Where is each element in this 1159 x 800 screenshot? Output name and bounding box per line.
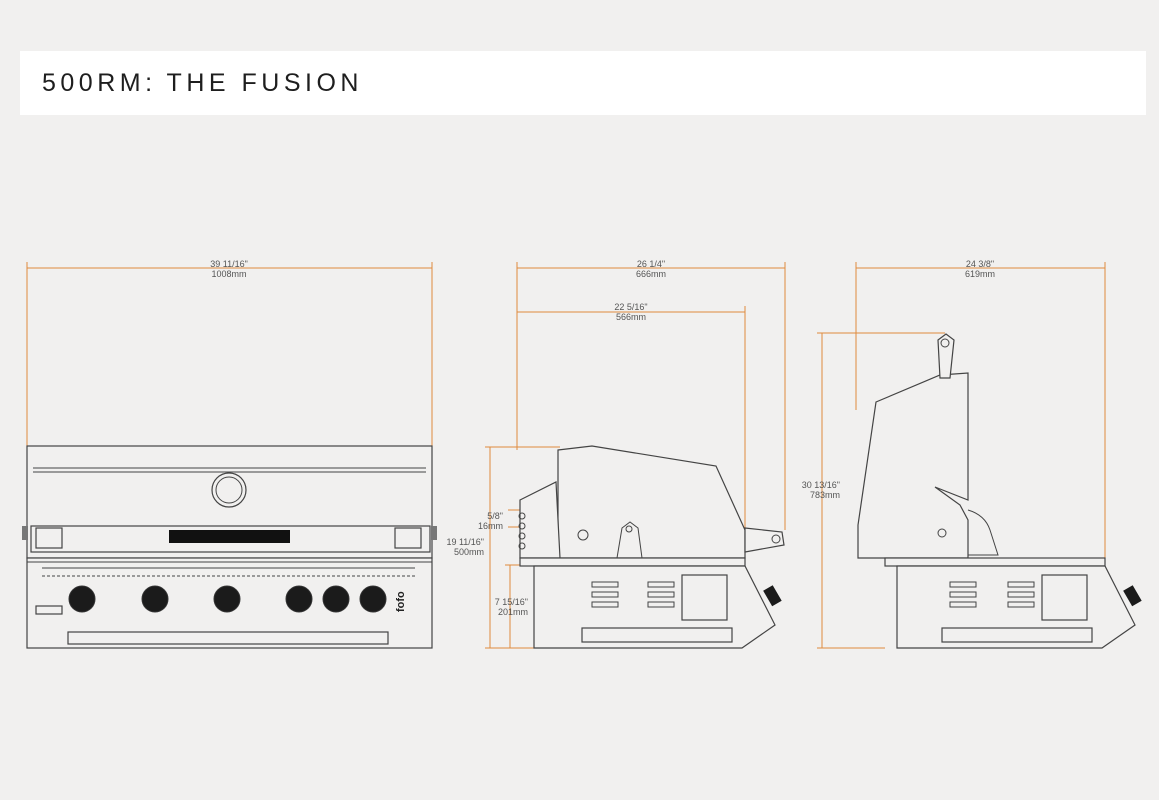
side-view: 26 1/4" 666mm 22 5/16" 566mm 19 11/16" 5… [446, 259, 786, 649]
open-lid [857, 333, 999, 559]
open-view: 24 3/8" 619mm 30 13/16" 783mm [802, 259, 1142, 649]
brand-logo: fofo [395, 591, 407, 612]
open-lid-handle [937, 333, 955, 379]
side-lid-offset-metric: 16mm [478, 521, 503, 531]
burner-knob [141, 585, 169, 613]
open-cabinet [884, 557, 1142, 649]
hood-handle-right [394, 527, 422, 549]
side-height-dimensions: 19 11/16" 500mm 7 15/16" 201mm 5/8" 16mm [446, 446, 560, 649]
burner-knob [322, 585, 350, 613]
open-depth-metric: 619mm [965, 269, 995, 279]
side-hood [518, 445, 785, 559]
open-height-metric: 783mm [810, 490, 840, 500]
open-depth-imperial: 24 3/8" [966, 259, 994, 269]
side-overall-depth-dimension: 26 1/4" 666mm [516, 259, 786, 530]
front-width-imperial: 39 11/16" [210, 259, 248, 269]
open-side-knob [1123, 585, 1142, 607]
side-height-metric: 500mm [454, 547, 484, 557]
front-logo-plate [169, 530, 290, 543]
front-width-metric: 1008mm [211, 269, 246, 279]
model-name: THE FUSION [166, 69, 363, 97]
side-lower-height-imperial: 7 15/16" [495, 597, 528, 607]
burner-knob [213, 585, 241, 613]
side-handle [744, 527, 785, 553]
side-height-imperial: 19 11/16" [446, 537, 484, 547]
front-width-dimension: 39 11/16" 1008mm [26, 259, 433, 448]
hood-handle-left [35, 527, 63, 549]
side-lid-offset-imperial: 5/8" [487, 511, 503, 521]
side-body-depth-imperial: 22 5/16" [614, 302, 647, 312]
side-cabinet [519, 557, 782, 649]
side-body-depth-dimension: 22 5/16" 566mm [517, 302, 746, 555]
front-view: 39 11/16" 1008mm fofo [22, 259, 437, 649]
header-bar: 500RM: THE FUSION [20, 51, 1146, 115]
open-height-dimension: 30 13/16" 783mm [802, 332, 945, 649]
side-knob [763, 585, 782, 607]
burner-knob [359, 585, 387, 613]
open-depth-dimension: 24 3/8" 619mm [855, 259, 1106, 560]
side-lower-height-metric: 201mm [498, 607, 528, 617]
side-body-depth-metric: 566mm [616, 312, 646, 322]
model-code: 500RM: [42, 69, 157, 97]
temperature-gauge [211, 472, 247, 508]
front-control-panel: fofo [26, 557, 433, 649]
side-overall-depth-metric: 666mm [636, 269, 666, 279]
burner-knob [285, 585, 313, 613]
open-height-imperial: 30 13/16" [802, 480, 840, 490]
page-title: 500RM: THE FUSION [42, 65, 363, 101]
burner-knob [68, 585, 96, 613]
front-hood [22, 445, 437, 559]
side-overall-depth-imperial: 26 1/4" [637, 259, 665, 269]
